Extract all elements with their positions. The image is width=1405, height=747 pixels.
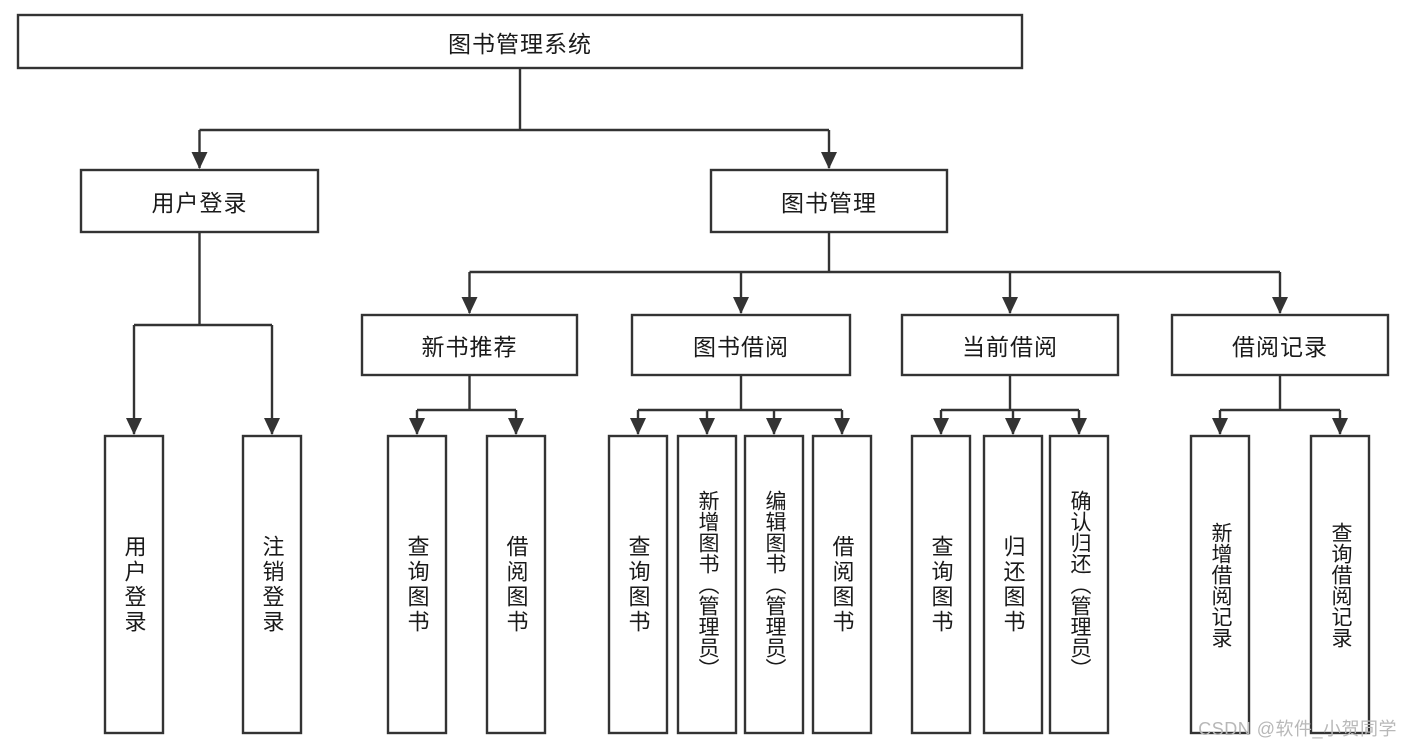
leaf-node-11[interactable]	[1189, 434, 1251, 735]
leaf-node-0[interactable]	[103, 434, 165, 735]
leaf-node-3[interactable]	[485, 434, 547, 735]
leaf-node-10[interactable]	[1048, 434, 1110, 735]
arrow-head-icon	[461, 297, 478, 314]
leaf-node-8[interactable]	[910, 434, 972, 735]
leaf-node-2[interactable]	[386, 434, 448, 735]
leaf-node-1[interactable]	[241, 434, 303, 735]
leaf-node-4[interactable]	[607, 434, 669, 735]
level3-node-3[interactable]	[1170, 313, 1390, 377]
leaf-node-5[interactable]	[676, 434, 738, 735]
level3-node-1[interactable]	[630, 313, 852, 377]
arrow-head-icon	[191, 152, 208, 169]
arrow-head-icon	[933, 418, 949, 435]
arrow-head-icon	[733, 297, 749, 314]
arrow-head-icon	[1005, 418, 1021, 435]
leaf-node-9[interactable]	[982, 434, 1044, 735]
arrow-head-icon	[409, 418, 425, 435]
arrow-head-icon	[508, 418, 524, 435]
root-node-0[interactable]	[16, 13, 1024, 70]
leaf-node-7[interactable]	[811, 434, 873, 735]
arrow-head-icon	[630, 418, 646, 435]
level2-node-0[interactable]	[79, 168, 320, 234]
arrow-head-icon	[699, 418, 715, 435]
level3-node-2[interactable]	[900, 313, 1120, 377]
connector-layer	[126, 68, 1348, 435]
arrow-head-icon	[1002, 297, 1018, 314]
level3-node-0[interactable]	[360, 313, 579, 377]
arrow-head-icon	[1332, 418, 1348, 435]
arrow-head-icon	[766, 418, 782, 435]
leaf-node-12[interactable]	[1309, 434, 1371, 735]
leaf-node-6[interactable]	[743, 434, 805, 735]
arrow-head-icon	[126, 418, 142, 435]
arrow-head-icon	[264, 418, 280, 435]
arrow-head-icon	[834, 418, 850, 435]
arrow-head-icon	[1071, 418, 1087, 435]
node-layer	[16, 13, 1390, 735]
arrow-head-icon	[1272, 297, 1288, 314]
level2-node-1[interactable]	[709, 168, 949, 234]
arrow-head-icon	[1212, 418, 1228, 435]
arrow-head-icon	[821, 152, 837, 169]
